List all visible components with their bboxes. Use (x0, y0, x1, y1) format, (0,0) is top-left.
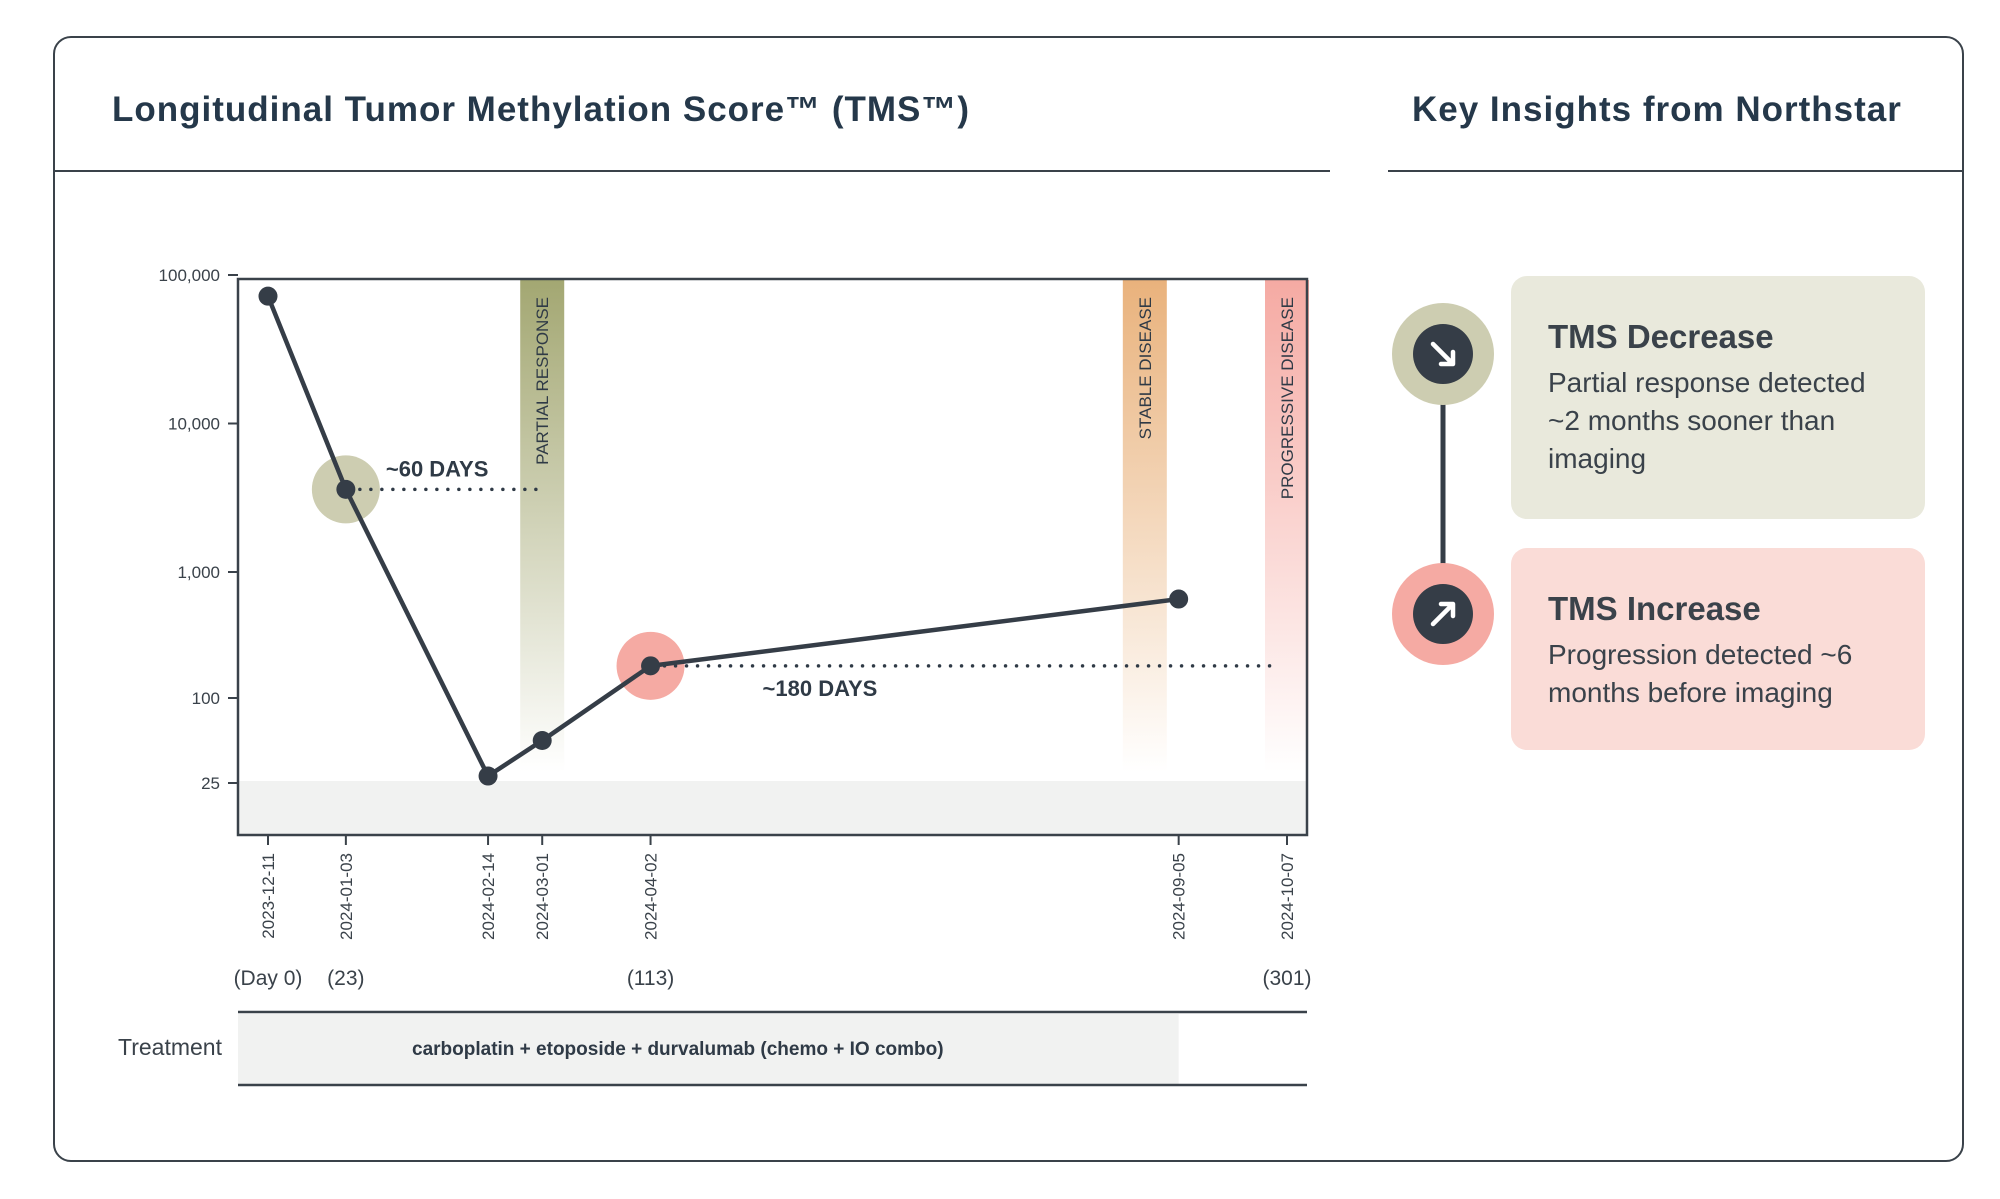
x-tick-label: 2024-09-05 (1170, 853, 1189, 940)
insight-title-decrease: TMS Decrease (1548, 318, 1774, 355)
imaging-event-label: STABLE DISEASE (1136, 297, 1155, 439)
day-label: (113) (627, 967, 674, 990)
imaging-event-label: PARTIAL RESPONSE (533, 297, 552, 465)
imaging-band (1122, 280, 1167, 772)
insight-panel-decrease: TMS Decrease Partial response detected ~… (1511, 276, 1925, 519)
treatment-regimen: carboplatin + etoposide + durvalumab (ch… (412, 1039, 944, 1060)
insight-panel-increase: TMS Increase Progression detected ~6 mon… (1511, 548, 1925, 750)
y-tick-label: 100,000 (159, 266, 220, 285)
chart-title: Longitudinal Tumor Methylation Score™ (T… (112, 90, 971, 129)
insights-header-divider (1388, 170, 1964, 172)
y-tick-label: 25 (201, 774, 220, 793)
x-tick-label: 2024-04-02 (642, 853, 661, 940)
imaging-event-label: PROGRESSIVE DISEASE (1278, 297, 1297, 499)
chart-header-divider (53, 170, 1330, 172)
tms-data-point (1169, 589, 1189, 609)
arrow-down-right-icon (1413, 324, 1473, 384)
treatment-bar (238, 1014, 1179, 1084)
arrow-glyph (1430, 341, 1456, 367)
tms-series-line (265, 295, 1179, 779)
below-threshold-region (238, 781, 1307, 835)
plot-frame (236, 277, 1309, 837)
tms-data-point (532, 731, 552, 750)
tms-data-point (641, 656, 661, 676)
tms-data-point (336, 479, 356, 499)
imaging-band (520, 280, 565, 772)
day-label: (Day 0) (234, 967, 303, 990)
x-tick-label: 2024-01-03 (337, 853, 356, 940)
insight-text-decrease: Partial response detected ~2 months soon… (1548, 367, 1866, 474)
insight-text-increase: Progression detected ~6 months before im… (1548, 639, 1853, 708)
y-tick-label: 10,000 (168, 415, 220, 434)
x-tick-label: 2024-10-07 (1278, 853, 1297, 940)
y-tick-label: 1,000 (177, 563, 220, 582)
insight-title-increase: TMS Increase (1548, 590, 1761, 627)
tms-data-point (478, 766, 498, 786)
insights-title: Key Insights from Northstar (1412, 90, 1902, 129)
day-label: (301) (1262, 967, 1311, 990)
imaging-band (1265, 280, 1309, 772)
day-label: (23) (327, 967, 364, 990)
y-tick-label: 100 (192, 689, 220, 708)
treatment-label: Treatment (118, 1034, 223, 1060)
x-tick-label: 2024-02-14 (479, 853, 498, 940)
arrow-glyph (1430, 601, 1456, 627)
x-tick-label: 2024-03-01 (533, 853, 552, 940)
annotation-label: ~180 DAYS (763, 676, 878, 701)
x-tick-label: 2023-12-11 (259, 853, 278, 939)
annotation-label: ~60 DAYS (386, 456, 489, 481)
tms-data-point (258, 286, 278, 306)
arrow-up-right-icon (1413, 584, 1473, 644)
